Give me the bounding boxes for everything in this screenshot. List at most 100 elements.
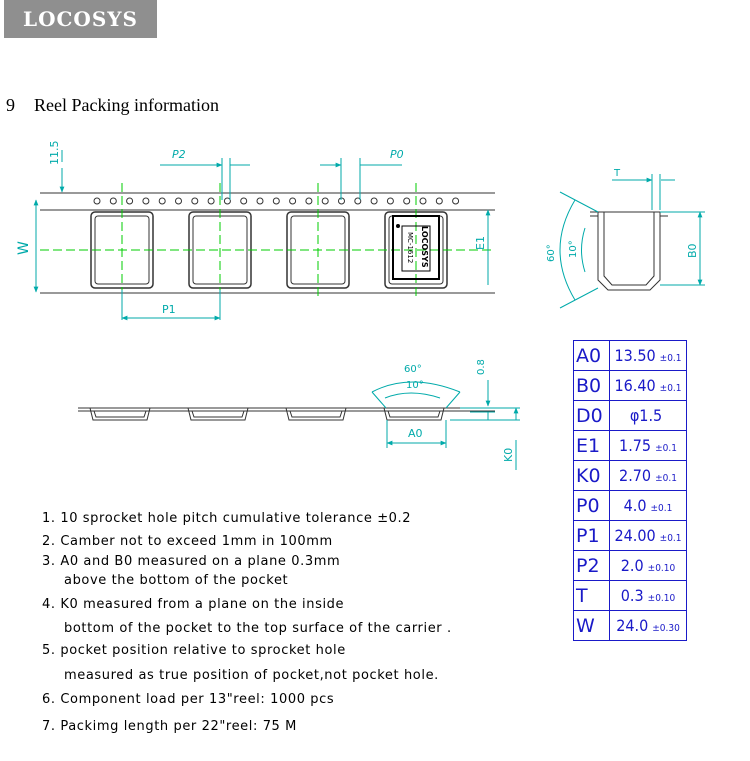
sprocket-holes — [93, 197, 460, 205]
angle-60-label: 60° — [546, 244, 557, 262]
part-model-label: MC-1612 — [406, 232, 414, 263]
cross-pocket — [285, 407, 347, 421]
spec-key: A0 — [573, 340, 610, 371]
section-heading: 9 Reel Packing information — [6, 95, 219, 116]
cross-section-dimensions — [371, 380, 520, 470]
angle-60-section-label: 60° — [404, 364, 422, 375]
dim-11-5-label: 11.5 — [48, 141, 61, 166]
section-number: 9 — [6, 95, 15, 115]
note-7: 7. Packimg length per 22"reel: 75 M — [42, 719, 297, 734]
spec-key: P0 — [573, 490, 610, 521]
note-5: 5. pocket position relative to sprocket … — [42, 643, 346, 658]
sprocket-hole — [207, 197, 215, 205]
sprocket-hole — [403, 197, 411, 205]
spec-value-cell: 4.0±0.1 — [609, 490, 687, 521]
dim-p0-label: P0 — [390, 148, 404, 161]
dim-t-label: T — [613, 168, 621, 179]
spec-value-cell: 16.40±0.1 — [609, 370, 687, 401]
spec-key: B0 — [573, 370, 610, 401]
part-brand-label: LOCOSYS — [420, 226, 429, 268]
sprocket-hole — [175, 197, 182, 205]
dim-w-label: W — [16, 241, 32, 255]
sprocket-hole — [321, 197, 329, 205]
spec-value-cell: 2.0±0.10 — [609, 550, 687, 581]
spec-key: P1 — [573, 520, 610, 551]
tape-cross-section — [78, 407, 495, 421]
cross-pocket — [187, 407, 249, 421]
spec-key: D0 — [573, 400, 610, 431]
spec-value-cell: 24.00±0.1 — [609, 520, 687, 551]
note-5-cont: measured as true position of pocket,not … — [64, 668, 439, 683]
spec-value-cell: 24.0±0.30 — [609, 610, 687, 641]
spec-tolerance: ±0.1 — [650, 503, 673, 514]
note-4-cont: bottom of the pocket to the top surface … — [64, 621, 452, 636]
sprocket-hole — [289, 197, 297, 205]
spec-value: 24.0 — [616, 616, 649, 635]
sprocket-hole — [386, 197, 394, 205]
spec-value-cell: 1.75±0.1 — [609, 430, 687, 461]
sprocket-hole — [223, 197, 231, 205]
spec-value: 2.0 — [620, 556, 644, 575]
sprocket-hole — [142, 197, 150, 205]
spec-tolerance: ±0.30 — [652, 623, 680, 634]
tape-top-view — [40, 183, 495, 300]
sprocket-hole — [272, 197, 280, 205]
spec-key: W — [573, 610, 610, 641]
cross-pocket-inner — [289, 410, 343, 418]
spec-key: T — [573, 580, 610, 611]
sprocket-hole — [109, 197, 117, 205]
spec-value: 1.75 — [619, 436, 652, 455]
sprocket-hole — [256, 197, 264, 205]
spec-value: 4.0 — [623, 496, 647, 515]
spec-tolerance: ±0.1 — [655, 473, 677, 484]
part-in-pocket: LOCOSYS MC-1612 — [392, 215, 440, 280]
dim-b0-label: B0 — [686, 243, 699, 258]
note-3-cont: above the bottom of the pocket — [64, 573, 289, 588]
sprocket-hole — [370, 197, 378, 205]
dim-0-8-label: 0.8 — [476, 359, 487, 375]
tape-side-view — [590, 211, 668, 291]
spec-tolerance: ±0.1 — [659, 353, 682, 364]
note-4: 4. K0 measured from a plane on the insid… — [42, 597, 345, 612]
dim-a0-label: A0 — [408, 427, 423, 440]
spec-tolerance: ±0.10 — [647, 593, 676, 604]
sprocket-hole — [354, 197, 362, 205]
note-3: 3. A0 and B0 measured on a plane 0.3mm — [42, 554, 341, 569]
sprocket-hole — [305, 197, 313, 205]
spec-value: 16.40 — [614, 376, 656, 395]
sprocket-hole — [126, 197, 134, 205]
angle-10-section-label: 10° — [406, 380, 424, 391]
section-title: Reel Packing information — [34, 95, 219, 115]
dim-e1-label: E1 — [474, 236, 487, 250]
spec-tolerance: ±0.10 — [647, 563, 676, 574]
cross-pocket-inner — [93, 410, 147, 418]
dim-k0-label: K0 — [502, 448, 515, 462]
note-6: 6. Component load per 13"reel: 1000 pcs — [42, 692, 335, 707]
sprocket-hole — [419, 197, 427, 205]
sprocket-hole — [191, 197, 199, 205]
spec-value: 2.70 — [619, 466, 652, 485]
sprocket-hole — [158, 197, 166, 205]
spec-key: P2 — [573, 550, 610, 581]
spec-tolerance: ±0.1 — [655, 443, 677, 454]
spec-key: K0 — [573, 460, 610, 491]
spec-value-cell: 13.50±0.1 — [609, 340, 687, 371]
cross-pocket — [89, 407, 151, 421]
cross-pocket-inner — [387, 410, 441, 418]
side-view-dimensions — [559, 174, 705, 309]
sprocket-hole — [240, 197, 248, 205]
cross-pocket-inner — [191, 410, 245, 418]
spec-key: E1 — [573, 430, 610, 461]
cross-pocket — [383, 407, 445, 421]
spec-value-cell: φ1.5 — [609, 400, 687, 431]
note-1: 1. 10 sprocket hole pitch cumulative tol… — [42, 511, 412, 526]
spec-value-cell: 2.70±0.1 — [609, 460, 687, 491]
